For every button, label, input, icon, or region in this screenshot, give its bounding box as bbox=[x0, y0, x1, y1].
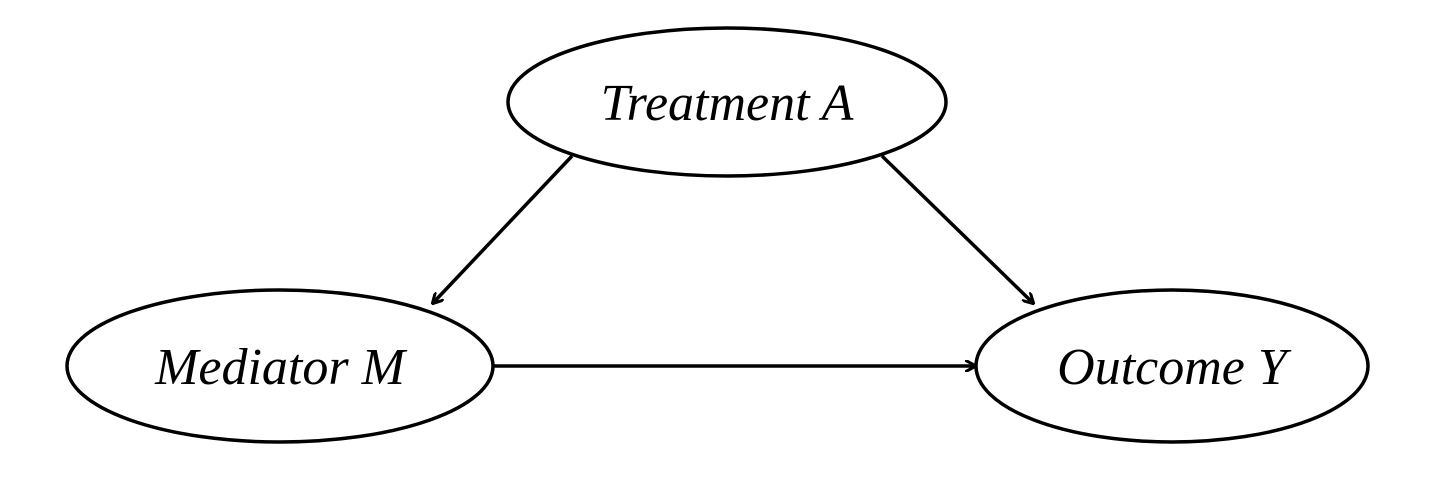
edge-treatment-to-outcome bbox=[880, 154, 1033, 303]
node-outcome: Outcome Y bbox=[974, 288, 1370, 444]
edge-treatment-to-mediator bbox=[433, 154, 574, 303]
node-mediator: Mediator M bbox=[65, 288, 495, 444]
node-mediator-label: Mediator M bbox=[154, 339, 408, 396]
node-outcome-ellipse bbox=[974, 288, 1370, 444]
node-treatment-label: Treatment A bbox=[601, 75, 854, 132]
node-mediator-ellipse bbox=[65, 288, 495, 444]
node-treatment: Treatment A bbox=[506, 26, 948, 178]
node-treatment-ellipse bbox=[506, 26, 948, 178]
node-outcome-label: Outcome Y bbox=[1057, 339, 1292, 396]
